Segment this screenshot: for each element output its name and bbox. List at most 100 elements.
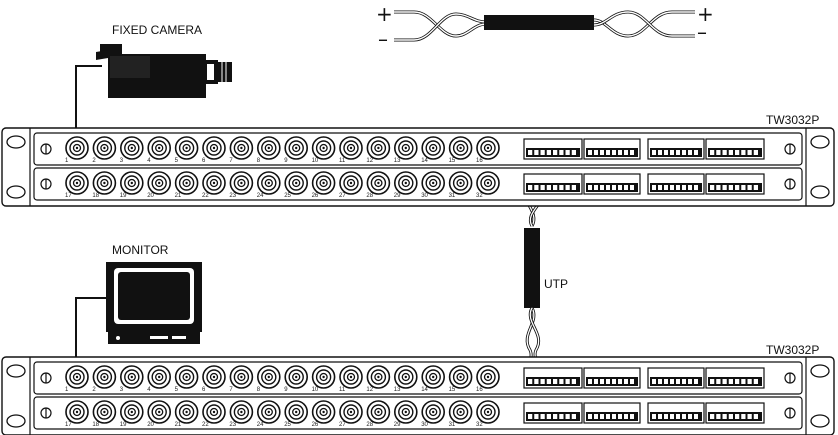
channel-number: 14 [421, 158, 428, 164]
bnc-connector [229, 136, 254, 160]
bnc-connector [366, 365, 391, 389]
terminal-block [523, 367, 583, 389]
channel-number: 21 [175, 422, 182, 428]
bnc-connector [229, 171, 254, 195]
bnc-connector [92, 171, 117, 195]
channel-number: 20 [147, 193, 154, 199]
bnc-connector [65, 136, 89, 160]
camera-label: FIXED CAMERA [112, 23, 202, 37]
channel-number: 3 [120, 387, 124, 393]
terminal-block [647, 367, 705, 389]
rack-ear-hole [810, 185, 830, 199]
channel-number: 5 [175, 158, 179, 164]
terminal-block [583, 402, 641, 424]
bnc-connector [448, 136, 473, 160]
monitor-cable [75, 297, 112, 363]
terminal-block [523, 138, 583, 160]
bnc-connector [256, 400, 281, 424]
terminal-block [523, 402, 583, 424]
bnc-connector [284, 400, 309, 424]
channel-number: 2 [92, 158, 96, 164]
bnc-connector [256, 365, 281, 389]
terminal-block [583, 173, 641, 195]
channel-number: 23 [229, 422, 236, 428]
bnc-connector [174, 400, 199, 424]
channel-number: 27 [339, 193, 346, 199]
bnc-connector [339, 171, 363, 195]
channel-number: 3 [120, 158, 124, 164]
channel-number: 29 [394, 422, 401, 428]
bnc-connector [147, 171, 171, 195]
bnc-connector [174, 365, 199, 389]
bnc-connector [448, 400, 473, 424]
terminal-block [647, 173, 705, 195]
bnc-connector [202, 136, 226, 160]
channel-number: 26 [312, 422, 319, 428]
camera-cable [75, 65, 102, 134]
channel-number: 6 [202, 387, 206, 393]
terminal-block [705, 402, 765, 424]
bnc-connector [366, 136, 391, 160]
plus-sign-left: + [376, 2, 393, 26]
channel-number: 32 [476, 422, 483, 428]
channel-number: 13 [394, 158, 401, 164]
channel-number: 11 [339, 387, 346, 393]
channel-number: 9 [284, 158, 288, 164]
channel-number: 16 [476, 387, 483, 393]
bnc-connector [92, 136, 117, 160]
bnc-connector [421, 171, 446, 195]
channel-number: 7 [229, 158, 233, 164]
channel-number: 8 [257, 387, 261, 393]
channel-number: 7 [229, 387, 233, 393]
cable-jacket [484, 15, 594, 30]
channel-number: 1 [65, 158, 69, 164]
channel-number: 22 [202, 422, 209, 428]
minus-sign-left: – [378, 27, 388, 51]
bnc-connector [476, 136, 500, 160]
channel-number: 14 [421, 387, 428, 393]
channel-number: 31 [449, 193, 456, 199]
bnc-connector [229, 365, 254, 389]
bnc-connector [120, 171, 144, 195]
channel-number: 19 [120, 193, 127, 199]
channel-number: 5 [175, 387, 179, 393]
bnc-connector [421, 365, 446, 389]
channel-number: 2 [92, 387, 96, 393]
rack-ear-hole [810, 364, 830, 378]
bnc-connector [120, 365, 144, 389]
bnc-connector [448, 365, 473, 389]
terminal-block [705, 367, 765, 389]
rack-ear-hole [810, 414, 830, 428]
bnc-connector [229, 400, 254, 424]
bnc-connector [476, 171, 500, 195]
bnc-connector [339, 400, 363, 424]
bnc-connector [366, 400, 391, 424]
monitor-icon [106, 262, 202, 344]
channel-number: 12 [366, 158, 373, 164]
bnc-connector [284, 171, 309, 195]
utp-label: UTP [544, 277, 568, 291]
terminal-block [647, 138, 705, 160]
channel-number: 28 [366, 422, 373, 428]
channel-number: 31 [449, 422, 456, 428]
unit-model-label-bottom: TW3032P [766, 343, 819, 357]
bnc-connector [65, 171, 89, 195]
channel-number: 10 [312, 158, 319, 164]
channel-number: 17 [65, 193, 72, 199]
bnc-connector [284, 136, 309, 160]
monitor-label: MONITOR [112, 243, 169, 257]
bnc-connector [366, 171, 391, 195]
channel-number: 18 [92, 193, 99, 199]
bnc-connector [476, 365, 500, 389]
bnc-connector [147, 136, 171, 160]
channel-number: 24 [257, 422, 264, 428]
bnc-connector [147, 400, 171, 424]
channel-number: 26 [312, 193, 319, 199]
bnc-connector [476, 400, 500, 424]
bnc-connector [421, 400, 446, 424]
bnc-connector [311, 400, 336, 424]
rack-ear-hole [810, 135, 830, 149]
bnc-connector [120, 400, 144, 424]
